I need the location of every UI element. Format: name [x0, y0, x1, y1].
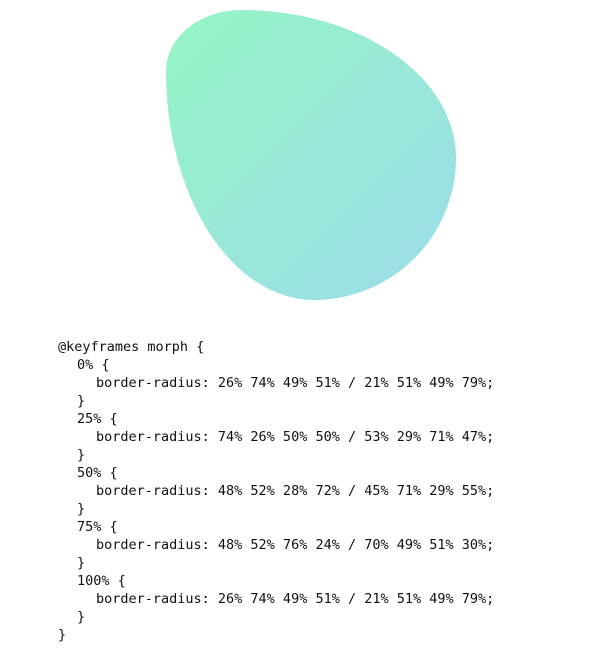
keyframes-code-block: @keyframes morph { 0% { border-radius: 26%… [58, 338, 494, 644]
keyframe-selector-0: 0% { [77, 357, 110, 373]
keyframe-declaration-0: border-radius: 26% 74% 49% 51% / 21% 51%… [96, 375, 495, 391]
keyframes-close: } [58, 627, 67, 643]
keyframe-selector-75: 75% { [77, 519, 118, 535]
keyframe-declaration-25: border-radius: 74% 26% 50% 50% / 53% 29%… [96, 429, 495, 445]
keyframe-selector-50: 50% { [77, 465, 118, 481]
keyframe-declaration-50: border-radius: 48% 52% 28% 72% / 45% 71%… [96, 483, 495, 499]
keyframe-selector-25: 25% { [77, 411, 118, 427]
keyframes-open: @keyframes morph { [58, 339, 205, 355]
keyframe-close-50: } [77, 501, 86, 517]
keyframe-close-75: } [77, 555, 86, 571]
keyframe-close-0: } [77, 393, 86, 409]
keyframe-close-25: } [77, 447, 86, 463]
morph-preview [166, 10, 456, 300]
keyframe-close-100: } [77, 609, 86, 625]
keyframe-declaration-100: border-radius: 26% 74% 49% 51% / 21% 51%… [96, 591, 495, 607]
morphing-blob [166, 10, 456, 300]
keyframe-declaration-75: border-radius: 48% 52% 76% 24% / 70% 49%… [96, 537, 495, 553]
keyframe-selector-100: 100% { [77, 573, 126, 589]
